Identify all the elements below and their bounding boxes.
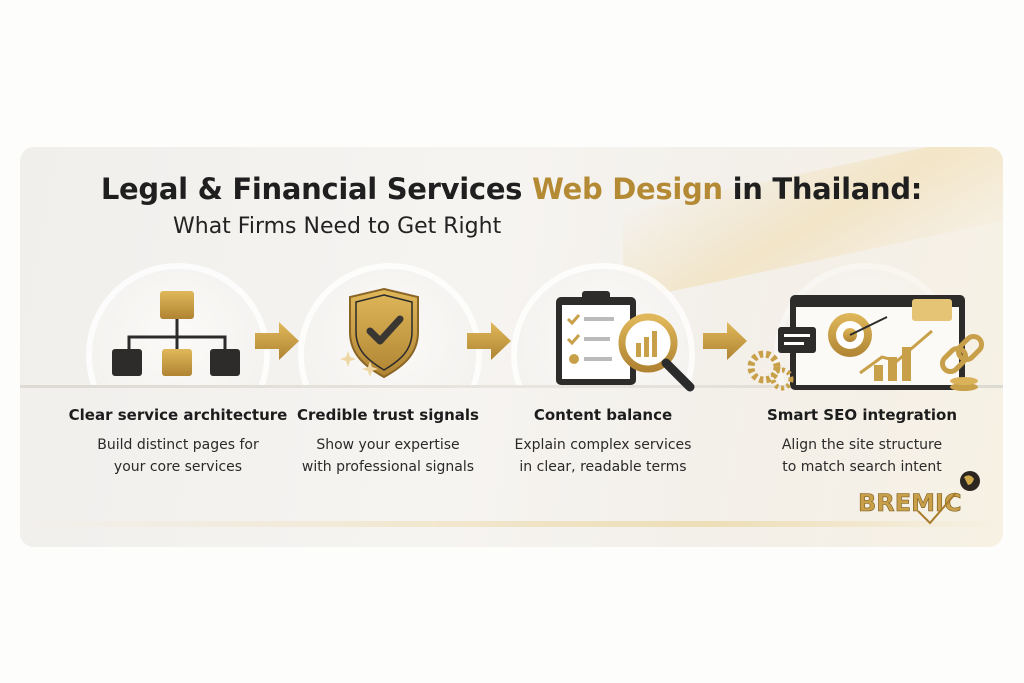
clipboard-magnifier-icon xyxy=(556,291,695,392)
sitemap-icon xyxy=(112,291,240,376)
shield-check-icon xyxy=(340,287,419,379)
arrow-right-icon xyxy=(467,322,511,360)
decorative-gold-bar xyxy=(20,521,1003,527)
seo-dashboard-icon xyxy=(747,295,985,391)
step-desc-line: Show your expertise xyxy=(316,437,460,453)
step-desc-line: Explain complex services xyxy=(514,437,692,453)
floor-line xyxy=(20,385,1003,388)
title-part2: in Thailand: xyxy=(722,172,923,206)
step-title: Content balance xyxy=(533,406,673,424)
step-description: Show your expertise with professional sig… xyxy=(268,434,508,478)
page-title: Legal & Financial Services Web Design in… xyxy=(20,172,1003,206)
step-description: Explain complex services in clear, readab… xyxy=(483,434,723,478)
step-description: Align the site structure to match search … xyxy=(742,434,982,478)
step-title: Credible trust signals xyxy=(297,406,479,424)
step-desc-line: to match search intent xyxy=(782,459,942,475)
arrow-right-icon xyxy=(703,322,747,360)
svg-text:BREMIC: BREMIC xyxy=(858,489,962,517)
step-desc-line: Build distinct pages for xyxy=(97,437,259,453)
step-desc-line: in clear, readable terms xyxy=(519,459,687,475)
step-title: Smart SEO integration xyxy=(766,406,958,424)
bremic-logo: BREMIC xyxy=(858,471,980,525)
title-accent: Web Design xyxy=(531,172,723,206)
title-part1: Legal & Financial Services xyxy=(100,172,532,206)
step-description: Build distinct pages for your core servic… xyxy=(58,434,298,478)
arrow-right-icon xyxy=(255,322,299,360)
step-desc-line: your core services xyxy=(113,459,243,475)
step-desc-line: with professional signals xyxy=(301,459,475,475)
step-desc-line: Align the site structure xyxy=(781,437,943,453)
page-subtitle: What Firms Need to Get Right xyxy=(173,214,502,239)
infographic-card: Legal & Financial Services Web Design in… xyxy=(20,147,1003,547)
step-title: Clear service architecture xyxy=(68,406,288,424)
